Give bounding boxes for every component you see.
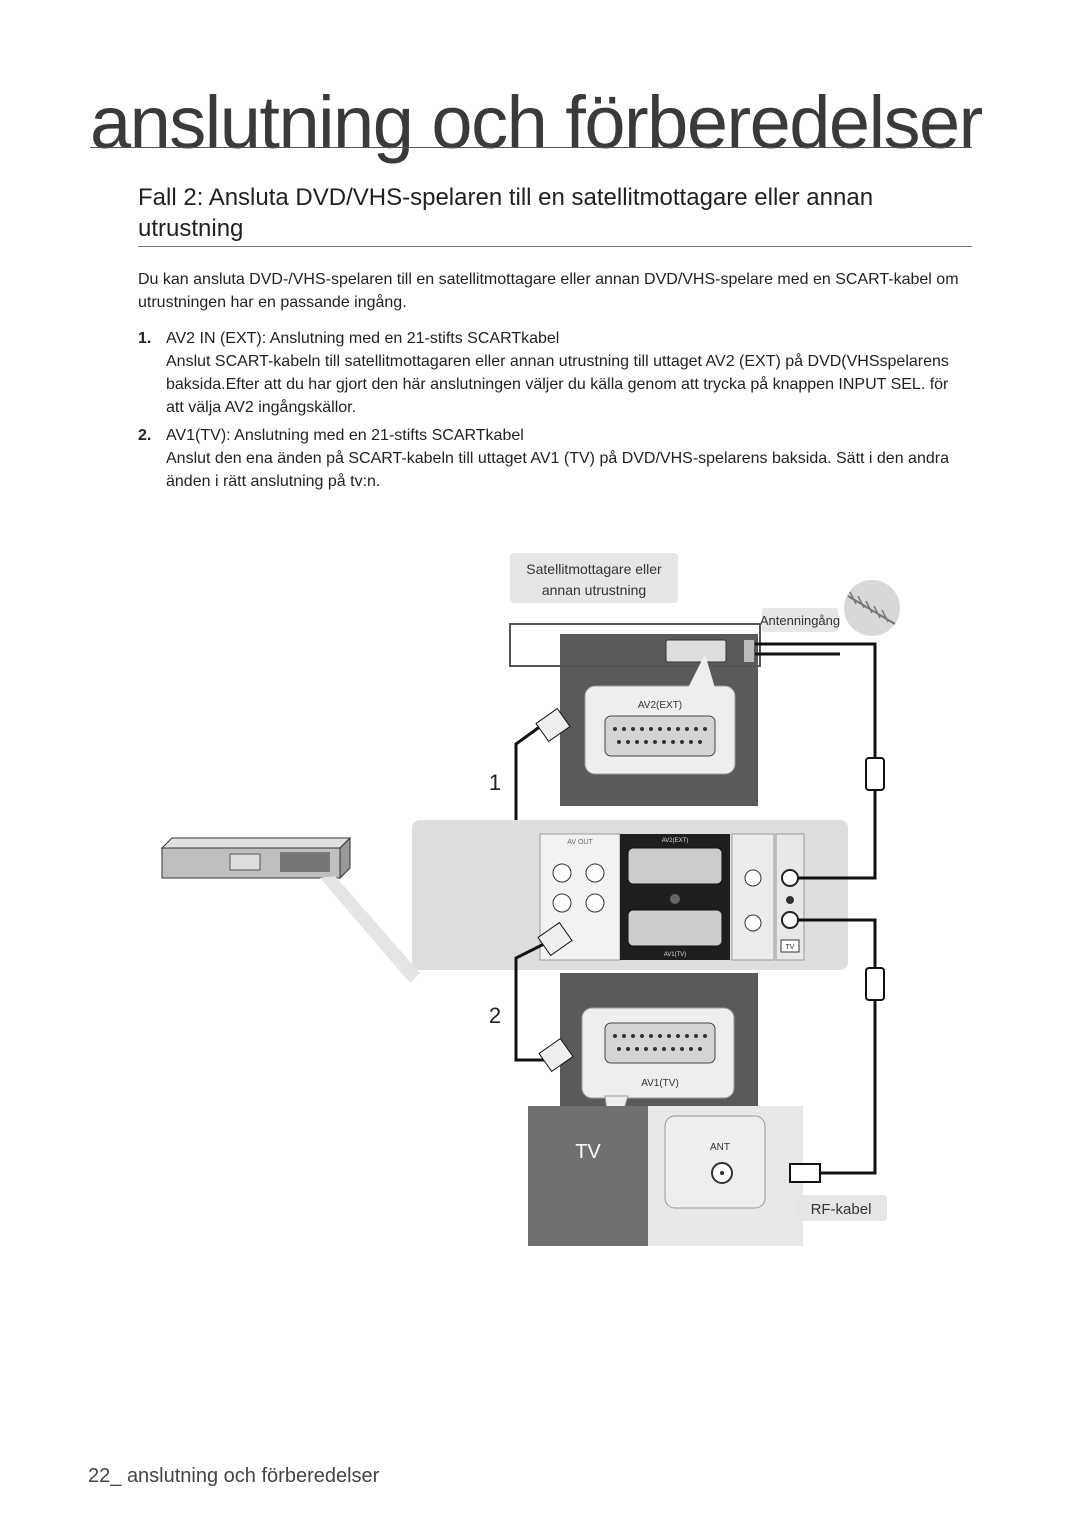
section-rule — [138, 246, 972, 247]
rf-label: RF-kabel — [811, 1201, 872, 1218]
page-footer: 22_ anslutning och förberedelser — [88, 1465, 379, 1488]
av1-label: AV1(TV) — [641, 1078, 679, 1089]
av2-callout: AV2(EXT) — [584, 654, 736, 775]
rf-kabel-label-box: RF-kabel — [795, 1195, 887, 1221]
chapter-rule — [90, 147, 972, 148]
page-number: 22_ — [88, 1465, 122, 1487]
step-number: 1. — [138, 330, 152, 347]
dvd-vhs-rear-panel: AV OUT AV2(EXT) AV1(TV) TV — [412, 820, 848, 970]
section-title: Fall 2: Ansluta DVD/VHS-spelaren till en… — [138, 184, 874, 242]
step-title: AV2 IN (EXT): Anslutning med en 21-stift… — [166, 330, 560, 347]
step-body: Anslut SCART-kabeln till satellitmottaga… — [166, 353, 949, 416]
step-2: 2. AV1(TV): Anslutning med en 21-stifts … — [138, 424, 968, 493]
antenna-label: Antenningång — [760, 613, 840, 628]
step-2-marker: 2 — [489, 1003, 501, 1028]
antenna-cable — [755, 642, 877, 880]
scart-cable-2 — [514, 921, 574, 1073]
ant-label: ANT — [710, 1142, 730, 1153]
step-1-marker: 1 — [489, 770, 501, 795]
step-title: AV1(TV): Anslutning med en 21-stifts SCA… — [166, 427, 524, 444]
tv-label: TV — [575, 1141, 601, 1163]
panel-av-out: AV OUT — [567, 839, 593, 846]
panel-av2: AV2(EXT) — [662, 838, 689, 844]
antenna-icon — [844, 580, 900, 636]
antenna-label-box: Antenningång — [760, 608, 840, 632]
satellite-label-line2: annan utrustning — [542, 582, 646, 598]
dvd-vhs-recorder-icon — [160, 836, 420, 983]
chapter-title: anslutning och förberedelser — [90, 81, 983, 164]
connection-diagram: Satellitmottagare eller annan utrustning… — [150, 548, 910, 1258]
step-body: Anslut den ena änden på SCART-kabeln til… — [166, 450, 949, 490]
intro-paragraph: Du kan ansluta DVD-/VHS-spelaren till en… — [138, 271, 959, 311]
satellite-label-box: Satellitmottagare eller annan utrustning — [510, 553, 678, 603]
av2-label: AV2(EXT) — [638, 700, 682, 711]
satellite-label-line1: Satellitmottagare eller — [526, 561, 662, 577]
rf-cable — [798, 918, 877, 1175]
panel-tv: TV — [786, 944, 795, 951]
step-1: 1. AV2 IN (EXT): Anslutning med en 21-st… — [138, 327, 968, 419]
tv-illustration: TV ANT — [528, 1106, 821, 1246]
step-number: 2. — [138, 427, 152, 444]
footer-label: anslutning och förberedelser — [126, 1465, 380, 1487]
panel-av1: AV1(TV) — [664, 952, 687, 958]
